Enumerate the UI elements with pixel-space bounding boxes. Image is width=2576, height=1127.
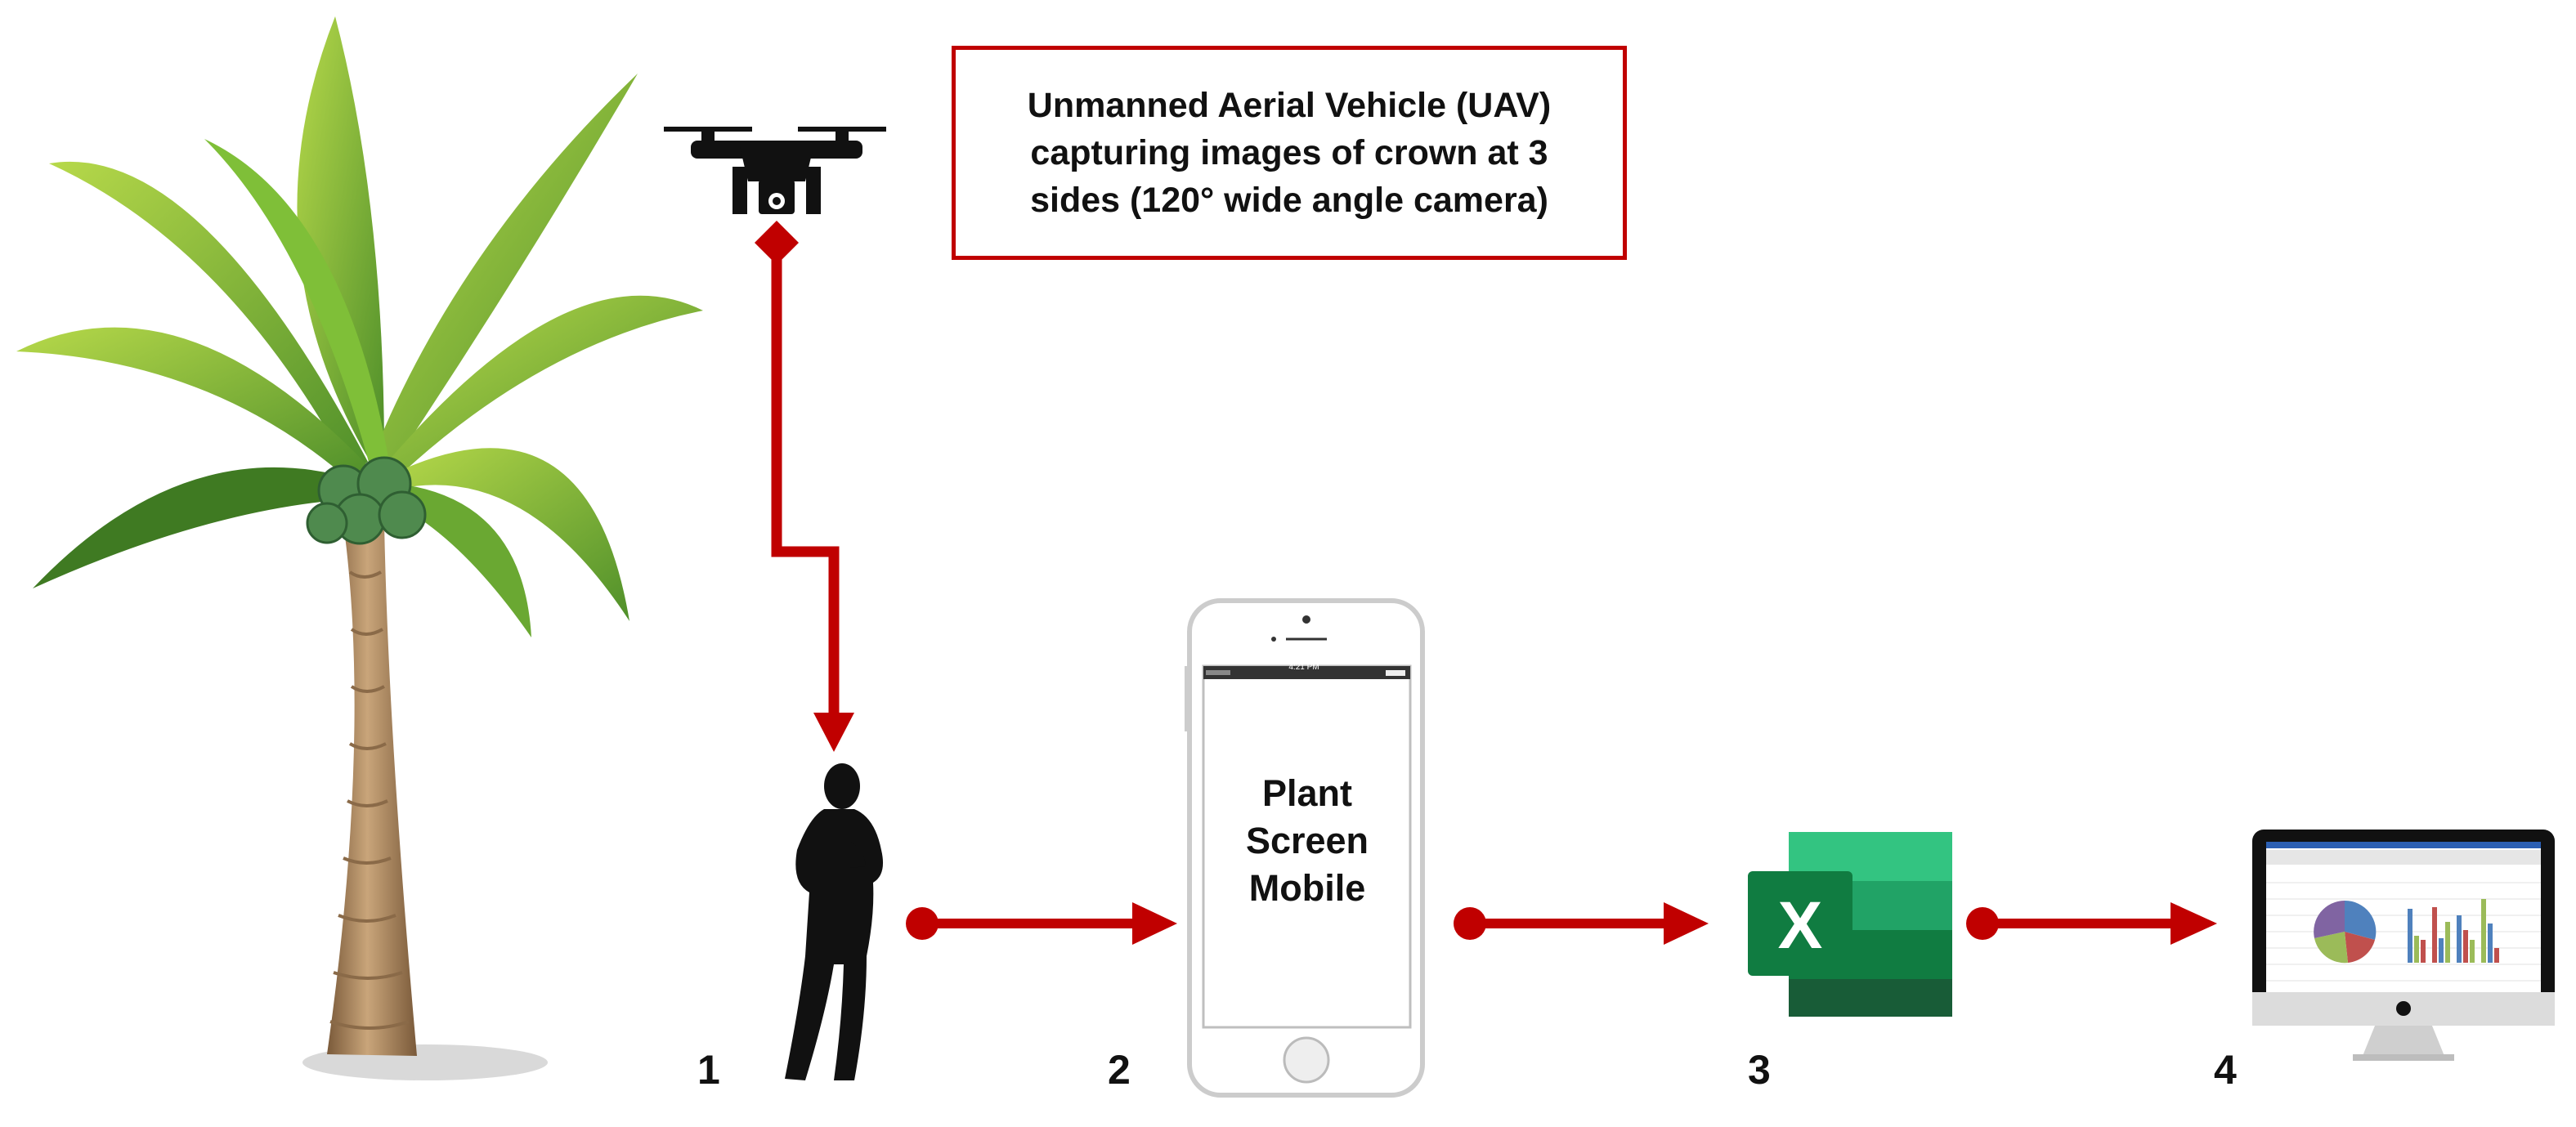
phone-label-line-1: Plant bbox=[1261, 772, 1353, 814]
phone-status-bar bbox=[1203, 666, 1410, 679]
arrow-head bbox=[813, 713, 854, 752]
uav-callout-box: Unmanned Aerial Vehicle (UAV) capturing … bbox=[952, 46, 1627, 260]
monitor-pie-chart bbox=[2314, 900, 2377, 964]
coconut-cluster bbox=[306, 456, 427, 545]
excel-icon: X bbox=[1748, 832, 1952, 1017]
phone-app-label: Plant Screen Mobile bbox=[1205, 770, 1409, 912]
connector-3-to-4 bbox=[1966, 902, 2217, 945]
coconut-palm-tree-icon bbox=[16, 16, 703, 1080]
connector-2-to-3 bbox=[1454, 902, 1709, 945]
desktop-monitor-icon bbox=[2252, 830, 2555, 1061]
monitor-bar-chart bbox=[2408, 899, 2499, 963]
person-silhouette-icon bbox=[785, 763, 884, 1080]
diamond-start-marker bbox=[755, 221, 799, 265]
phone-label-line-2: Screen bbox=[1245, 820, 1369, 861]
uav-callout-text: Unmanned Aerial Vehicle (UAV) capturing … bbox=[979, 82, 1600, 224]
connector-line bbox=[771, 245, 840, 719]
step-number-2: 2 bbox=[1108, 1047, 1131, 1093]
callout-line-3: sides (120° wide angle camera) bbox=[1030, 181, 1548, 220]
step-number-4: 4 bbox=[2214, 1047, 2237, 1093]
drone-icon bbox=[664, 127, 886, 214]
callout-line-1: Unmanned Aerial Vehicle (UAV) bbox=[1027, 86, 1552, 125]
excel-badge bbox=[1748, 871, 1852, 976]
phone-home-button bbox=[1283, 1036, 1330, 1084]
phone-status-time: 4:21 PM bbox=[1288, 663, 1319, 672]
smartphone-icon bbox=[1185, 598, 1425, 1098]
excel-letter: X bbox=[1778, 888, 1823, 963]
connector-1-to-2 bbox=[906, 902, 1177, 945]
phone-label-line-3: Mobile bbox=[1248, 867, 1366, 909]
trunk-rings bbox=[329, 570, 410, 1030]
step-number-1: 1 bbox=[697, 1047, 720, 1093]
palm-trunk bbox=[327, 523, 417, 1056]
callout-line-2: capturing images of crown at 3 bbox=[1030, 133, 1548, 172]
connector-drone-to-person bbox=[755, 221, 854, 752]
step-number-3: 3 bbox=[1748, 1047, 1771, 1093]
